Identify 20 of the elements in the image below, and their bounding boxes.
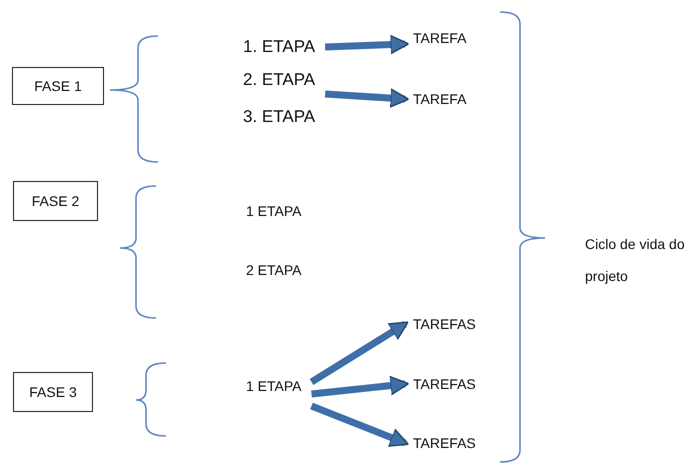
task-text: TAREFAS xyxy=(413,435,476,451)
step-text: 2. ETAPA xyxy=(243,70,316,90)
arrow xyxy=(310,402,410,447)
step-text: 3. ETAPA xyxy=(243,107,316,127)
arrow xyxy=(310,321,409,385)
phase-box: FASE 2 xyxy=(13,181,98,221)
arrow xyxy=(324,88,410,108)
note-text: Ciclo de vida do projeto xyxy=(585,235,686,286)
step-text: 2 ETAPA xyxy=(246,262,302,278)
task-text: TAREFA xyxy=(413,30,466,46)
task-text: TAREFAS xyxy=(413,316,476,332)
phase-box: FASE 3 xyxy=(13,372,93,412)
step-text: 1 ETAPA xyxy=(246,378,302,394)
step-text: 1. ETAPA xyxy=(243,37,316,57)
arrow xyxy=(325,34,410,54)
arrow xyxy=(311,376,410,398)
phase-box: FASE 1 xyxy=(12,67,104,105)
task-text: TAREFA xyxy=(413,91,466,107)
step-text: 1 ETAPA xyxy=(246,203,302,219)
task-text: TAREFAS xyxy=(413,376,476,392)
